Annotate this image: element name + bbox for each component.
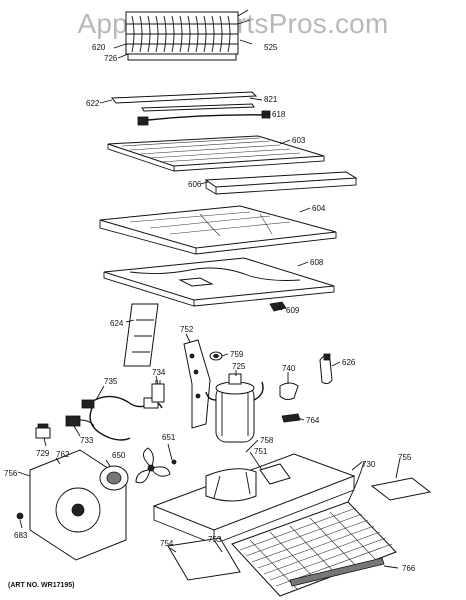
label-608: 608 [310,258,324,267]
label-755: 755 [398,453,412,462]
label-759: 759 [230,350,244,359]
grommet-759 [209,351,223,361]
art-number-note: (ART NO. WR17195) [8,582,75,589]
label-620: 620 [92,43,106,52]
base-pan-751 [152,453,356,545]
label-604: 604 [312,204,326,213]
label-606: 606 [188,180,202,189]
strip-766 [289,557,385,587]
bracket-752 [183,339,211,429]
label-603: 603 [292,136,306,145]
label-758: 758 [260,436,274,445]
connector-733 [65,415,95,427]
overload-626 [319,353,333,385]
label-740: 740 [282,364,296,373]
screw-683 [16,512,24,520]
condenser-coil-730 [231,461,397,597]
drain-trough-622 [110,91,258,104]
label-753: 753 [208,535,222,544]
clip-764 [281,413,301,423]
label-756: 756 [4,469,18,478]
insulation-754 [167,537,241,581]
tube-618 [137,110,271,126]
label-733: 733 [80,436,94,445]
trim-606 [204,171,358,195]
shelf-603 [107,135,325,172]
label-764: 764 [306,416,320,425]
label-726: 726 [104,54,118,63]
label-651: 651 [162,433,176,442]
label-650: 650 [112,451,126,460]
label-622: 622 [86,99,100,108]
label-609: 609 [286,306,300,315]
panel-755 [370,477,432,501]
duct-624 [123,303,159,367]
fan-blade-651 [135,447,177,484]
label-730: 730 [362,460,376,469]
fan-motor-650 [99,465,129,491]
capacitor-729 [35,423,51,439]
relay-740 [279,382,299,401]
label-729: 729 [36,449,50,458]
label-683: 683 [14,531,28,540]
evaporator-coil-726 [125,9,251,61]
label-751: 751 [254,447,268,456]
label-821: 821 [264,95,278,104]
label-734: 734 [152,368,166,377]
tray-604 [99,205,337,255]
label-626: 626 [342,358,356,367]
compressor-725 [205,373,264,443]
label-762: 762 [56,450,70,459]
label-624: 624 [110,319,124,328]
heater-821 [141,103,255,112]
label-754: 754 [160,539,174,548]
drip-tray-608 [103,257,335,307]
harness-735 [81,395,163,441]
label-766: 766 [402,564,416,573]
label-618: 618 [272,110,286,119]
label-725: 725 [232,362,246,371]
label-525: 525 [264,43,278,52]
label-752: 752 [180,325,194,334]
leader-lines [17,39,401,569]
label-735: 735 [104,377,118,386]
